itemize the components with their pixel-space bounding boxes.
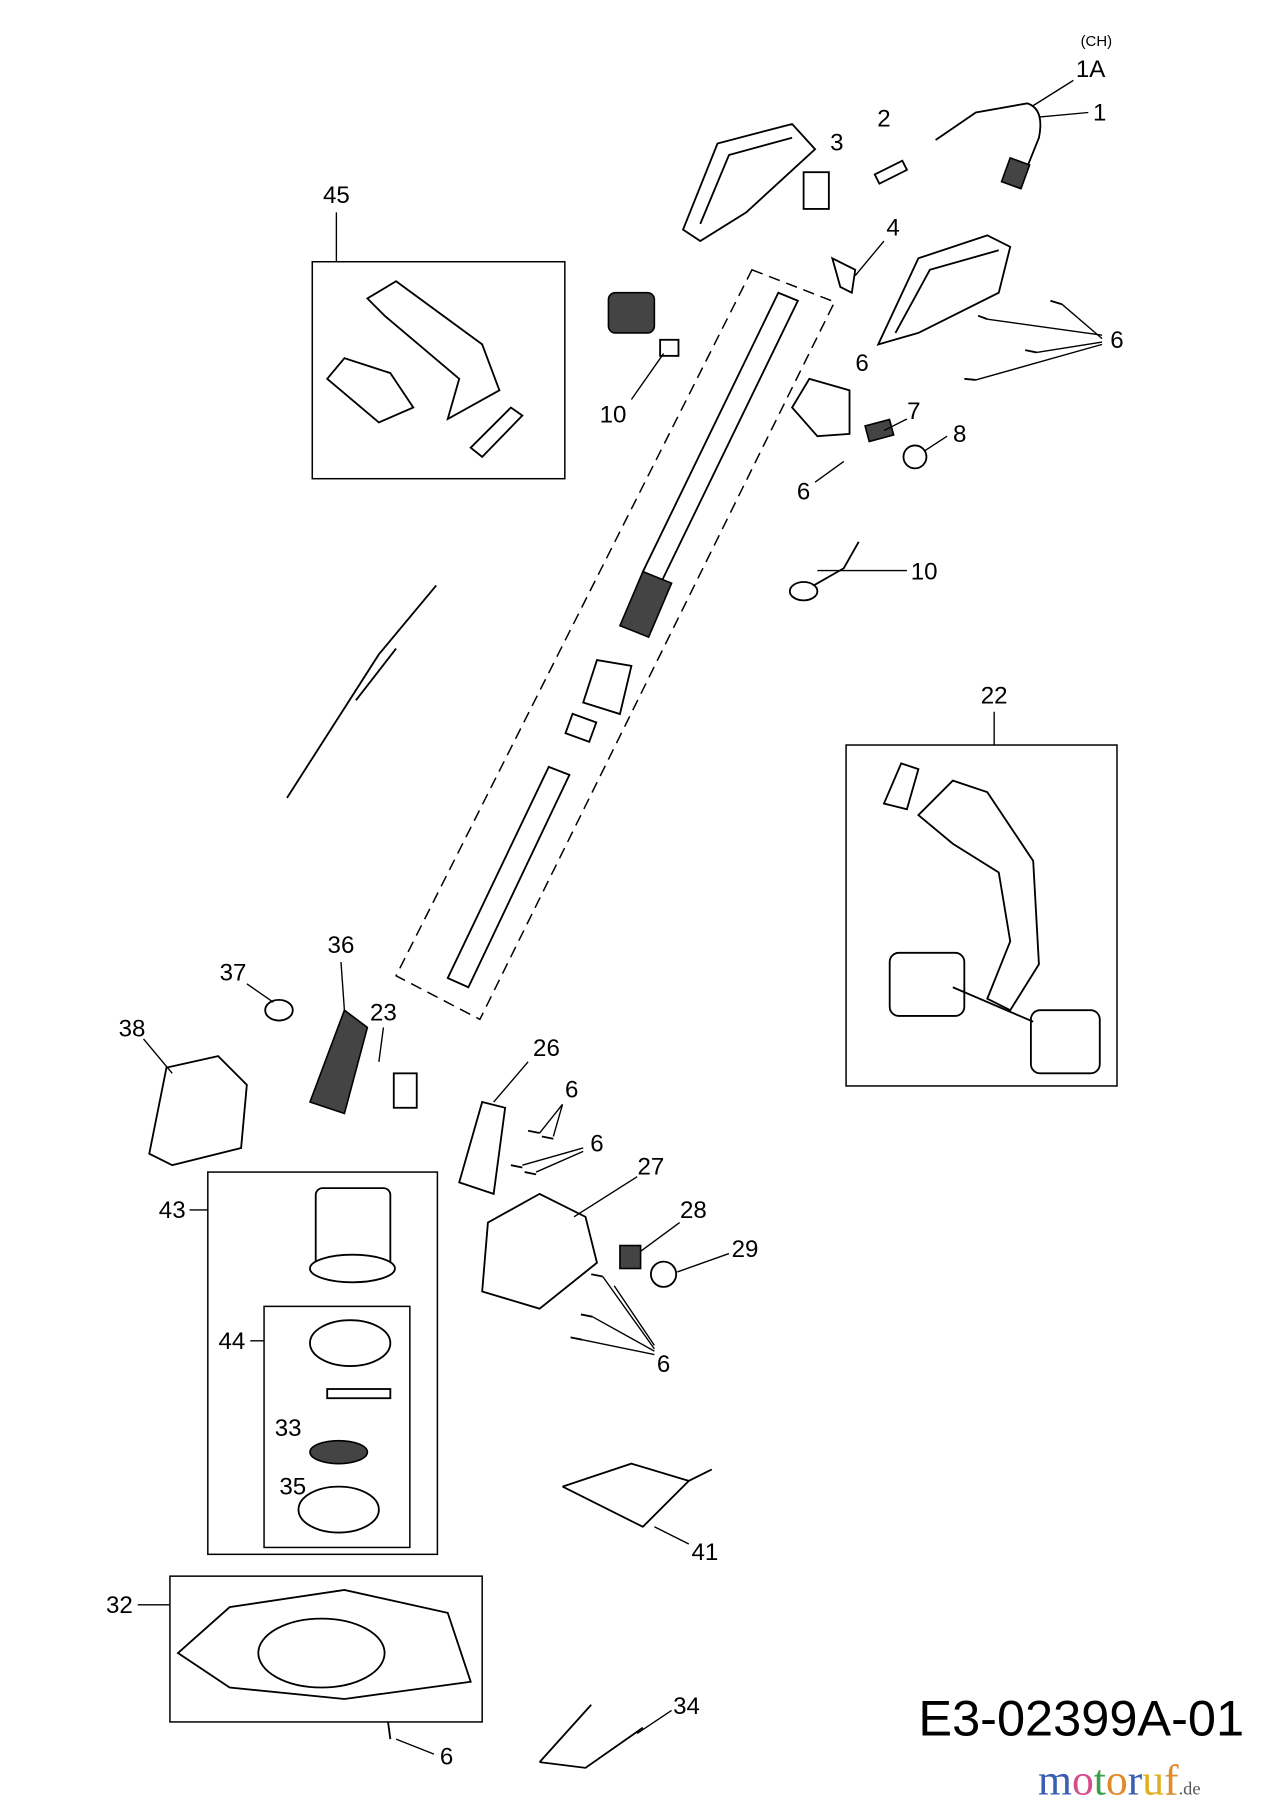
watermark-letter: m: [1038, 1756, 1072, 1800]
auxiliary-handle-45: [325, 280, 524, 459]
callout-label: 6: [657, 1351, 670, 1378]
cable-with-strain-relief: [286, 584, 437, 799]
callout-label: 37: [220, 959, 247, 986]
callout-label: 1A: [1076, 56, 1106, 83]
callout-label: 6: [797, 478, 810, 505]
switch-part-3: [802, 171, 830, 210]
part-10-connector: [607, 291, 656, 334]
knob-part-8: [902, 444, 928, 470]
callout-label: 32: [106, 1592, 133, 1619]
callout-label: 23: [370, 1000, 397, 1027]
watermark-suffix: .de: [1179, 1778, 1201, 1798]
assembly-box-45: [311, 260, 566, 480]
bolt-part-2: [873, 159, 909, 185]
power-cord: [935, 102, 1042, 190]
callout-label: 10: [600, 401, 627, 428]
callout-label: 26: [533, 1035, 560, 1062]
callout-label: 34: [673, 1693, 700, 1720]
handle-half-left: [681, 122, 817, 243]
assembly-box-43: [207, 1171, 439, 1556]
watermark-letter: t: [1094, 1756, 1106, 1800]
part-4: [830, 256, 857, 295]
drawing-code: E3-02399A-01: [918, 1690, 1244, 1747]
part-37: [264, 998, 294, 1022]
part-10-small: [659, 338, 680, 357]
watermark-logo: motoruf.de: [1038, 1756, 1200, 1800]
callout-label: 33: [275, 1415, 302, 1442]
callout-label: 41: [691, 1539, 718, 1566]
callout-label: 10: [911, 559, 938, 586]
spool-33: [309, 1439, 369, 1465]
callout-label: 35: [279, 1474, 306, 1501]
callout-label: 29: [732, 1236, 759, 1263]
callout-label: 6: [440, 1743, 453, 1770]
spring-part-7: [864, 418, 895, 443]
callout-label: 22: [981, 683, 1008, 710]
callout-label: 44: [219, 1328, 246, 1355]
callout-label: 2: [877, 105, 890, 132]
watermark-letter: r: [1128, 1756, 1143, 1800]
callout-label: 45: [323, 182, 350, 209]
callout-label: 27: [638, 1153, 665, 1180]
screws: [510, 299, 1063, 1341]
callout-label: 28: [680, 1197, 707, 1224]
callout-label: 43: [159, 1197, 186, 1224]
callout-label: 4: [886, 214, 899, 241]
motor-cover-27: [481, 1192, 599, 1310]
spring-28: [619, 1244, 642, 1270]
part-23: [392, 1072, 418, 1109]
callout-label: 6: [590, 1130, 603, 1157]
guard-wire-41: [562, 1462, 713, 1528]
svg-text:motoruf.de: motoruf.de: [1038, 1756, 1200, 1800]
leader-lines: [137, 79, 1103, 1755]
flower-guard-34: [538, 1704, 644, 1769]
watermark-letter: o: [1072, 1756, 1094, 1800]
callout-labels: (CH) 1A 1 2 3 45 4 6 10 6 7 8 6 10 22 37…: [106, 33, 1124, 1770]
knob-29: [650, 1260, 678, 1288]
shaft-tube: [446, 291, 800, 989]
callout-label: 38: [119, 1016, 146, 1043]
screw: [387, 1721, 392, 1740]
assembly-box-22: [845, 744, 1118, 1087]
callout-label: 6: [565, 1076, 578, 1103]
watermark-letter: u: [1142, 1756, 1164, 1800]
callout-label: 6: [1110, 327, 1123, 354]
guard-32: [176, 1588, 472, 1700]
motor-43: [309, 1187, 396, 1284]
callout-label: 6: [855, 350, 868, 377]
callout-label: 7: [907, 398, 920, 425]
callout-label: 1: [1093, 100, 1106, 127]
callout-label: 36: [328, 932, 355, 959]
callout-label: 3: [830, 129, 843, 156]
assembly-box-32: [169, 1575, 483, 1723]
handle-half-right: [876, 234, 1012, 346]
auxiliary-handle-22: [882, 762, 1101, 1075]
watermark-letter: o: [1106, 1756, 1128, 1800]
watermark-letter: f: [1164, 1756, 1179, 1800]
clamp-part: [790, 377, 851, 438]
part-36: [308, 1008, 369, 1115]
fan-44: [309, 1319, 392, 1400]
part-26: [458, 1100, 507, 1196]
shaft-assembly-outline: [395, 268, 836, 1021]
callout-label: 8: [953, 421, 966, 448]
spool-cover-35: [297, 1485, 380, 1534]
motor-housing-38: [148, 1055, 248, 1167]
assembly-box-44: [263, 1305, 411, 1549]
wire-part-10: [788, 541, 860, 602]
callout-label: (CH): [1081, 33, 1112, 50]
